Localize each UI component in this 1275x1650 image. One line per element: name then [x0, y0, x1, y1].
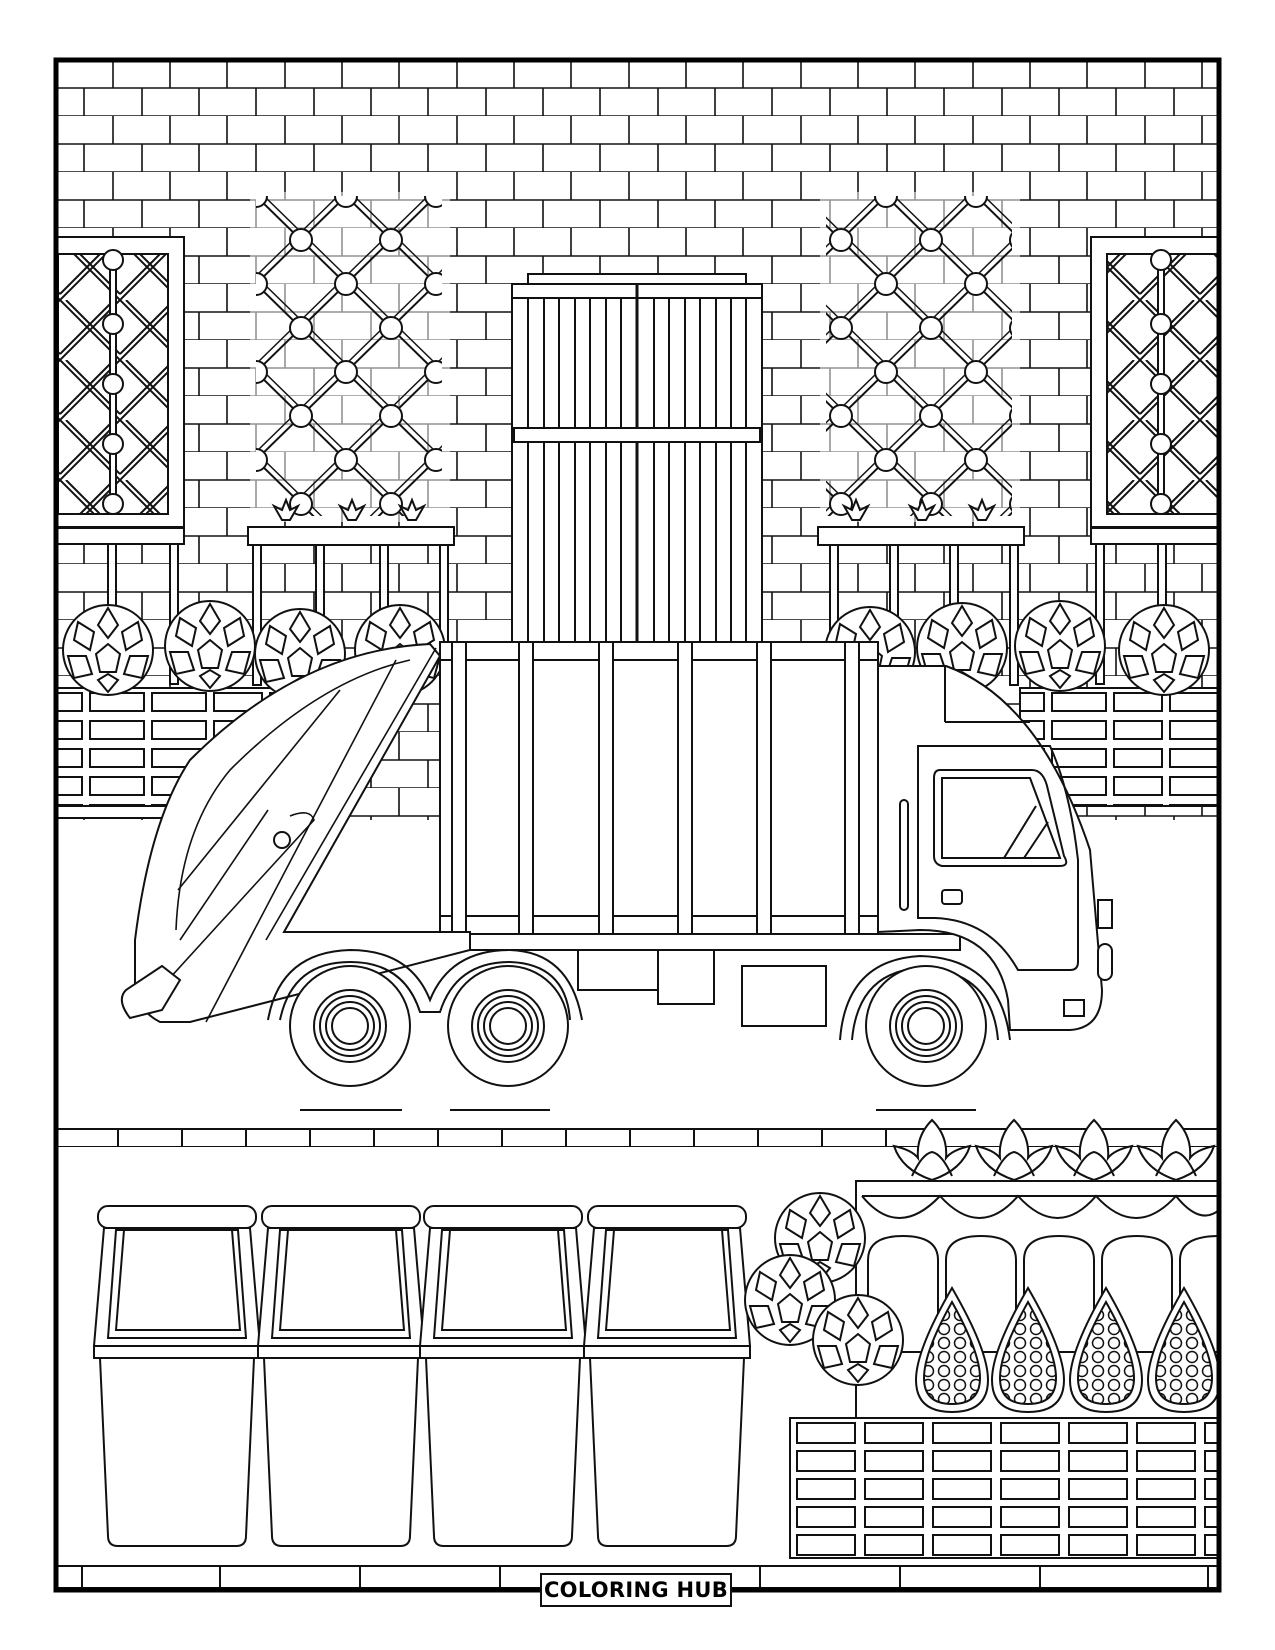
planter-box	[744, 1119, 1221, 1559]
side-trellis-left	[55, 236, 185, 685]
flower-trellis-left	[247, 192, 455, 686]
side-trellis-right	[1090, 236, 1220, 685]
brand-text: COLORING HUB	[543, 1578, 729, 1602]
brand-label: COLORING HUB	[540, 1573, 732, 1607]
double-door	[511, 273, 763, 645]
trash-bin	[93, 1205, 261, 1547]
flower-trellis-right	[817, 192, 1025, 686]
trash-bin	[257, 1205, 425, 1547]
trash-bin	[419, 1205, 587, 1547]
garbage-truck	[120, 641, 1113, 1111]
trash-bin	[583, 1205, 751, 1547]
curb	[55, 1128, 1220, 1148]
